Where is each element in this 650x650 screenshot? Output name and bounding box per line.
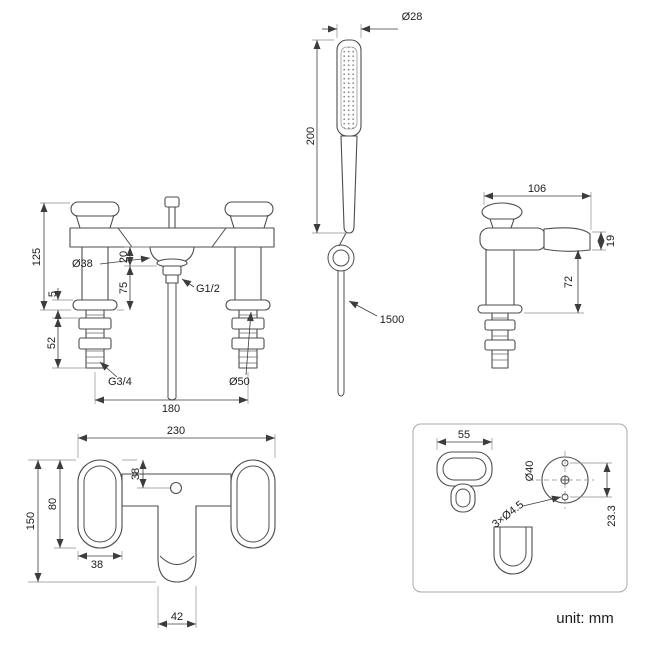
diverter-knob (164, 196, 180, 208)
dim-spout-reach-106: 106 (528, 183, 546, 195)
dim-outlet-drop-19: 19 (605, 235, 617, 247)
handset-handle (340, 135, 358, 234)
dim-hose-length: 1500 (380, 314, 404, 326)
right-base-flange (225, 299, 271, 311)
side-base-flange (477, 304, 523, 314)
hose (337, 270, 345, 397)
mixer-body-bar (69, 227, 275, 248)
right-handle (224, 201, 274, 217)
dim-handset-length: 200 (305, 127, 317, 145)
plan-view: 230 38 80 150 38 42 (25, 425, 276, 628)
label-inlet-thread: G3/4 (108, 376, 132, 388)
dim-deck-plate-5: 5 (47, 291, 59, 297)
hose-drop (167, 283, 177, 401)
dim-spout-width-42: 42 (171, 611, 183, 623)
side-body (479, 227, 547, 251)
left-pillar (81, 246, 109, 301)
plan-body (121, 473, 232, 583)
side-view: 106 19 72 (477, 183, 617, 369)
handset-view: Ø28 200 1500 (305, 11, 423, 397)
dim-pod-width-38: 38 (91, 559, 103, 571)
plan-right-pod (230, 459, 276, 549)
label-hose-thread: G1/2 (196, 283, 220, 295)
bracket-side-view (436, 451, 493, 487)
dim-body-offset-38: 38 (130, 468, 142, 480)
plan-diverter (169, 481, 183, 495)
dim-overall-width-230: 230 (167, 425, 185, 437)
dim-hole-spacing: 23.3 (606, 505, 618, 526)
screw-hole-bottom (561, 493, 569, 501)
screw-hole-top (561, 459, 569, 467)
front-view: 125 5 52 20 75 Ø38 G1/2 G3/4 Ø50 180 (31, 196, 275, 415)
side-spout (543, 227, 591, 252)
dim-base-dia: Ø50 (229, 376, 250, 388)
dim-head-dia: Ø28 (402, 11, 423, 23)
dim-overall-depth-150: 150 (25, 512, 37, 530)
right-pillar (234, 246, 262, 301)
unit-label: unit: mm (556, 610, 614, 627)
dim-escutcheon-dia: Ø38 (72, 258, 93, 270)
dim-outlet-height-75: 75 (118, 282, 130, 294)
dim-plate-dia: Ø40 (524, 461, 536, 482)
bracket-detail: 55 Ø40 3×Ø4.5 23.3 (412, 423, 628, 593)
dim-spout-height-72: 72 (563, 276, 575, 288)
side-pillar (485, 249, 515, 306)
hose-connector (162, 265, 182, 276)
left-handle (70, 201, 120, 217)
dim-centres-180: 180 (162, 403, 180, 415)
hose-loop (327, 244, 355, 272)
dim-shank-52: 52 (46, 337, 58, 349)
dim-bracket-width-55: 55 (458, 429, 470, 441)
dim-pod-depth-80: 80 (47, 498, 59, 510)
spray-face (340, 46, 358, 130)
dim-spout-drop-20: 20 (118, 251, 130, 263)
side-handle (481, 202, 523, 222)
plan-left-pod (77, 459, 123, 549)
detail-box (412, 423, 628, 593)
left-base-flange (72, 299, 118, 311)
dim-height-125: 125 (31, 248, 43, 266)
label-screw-holes: 3×Ø4.5 (490, 499, 526, 531)
